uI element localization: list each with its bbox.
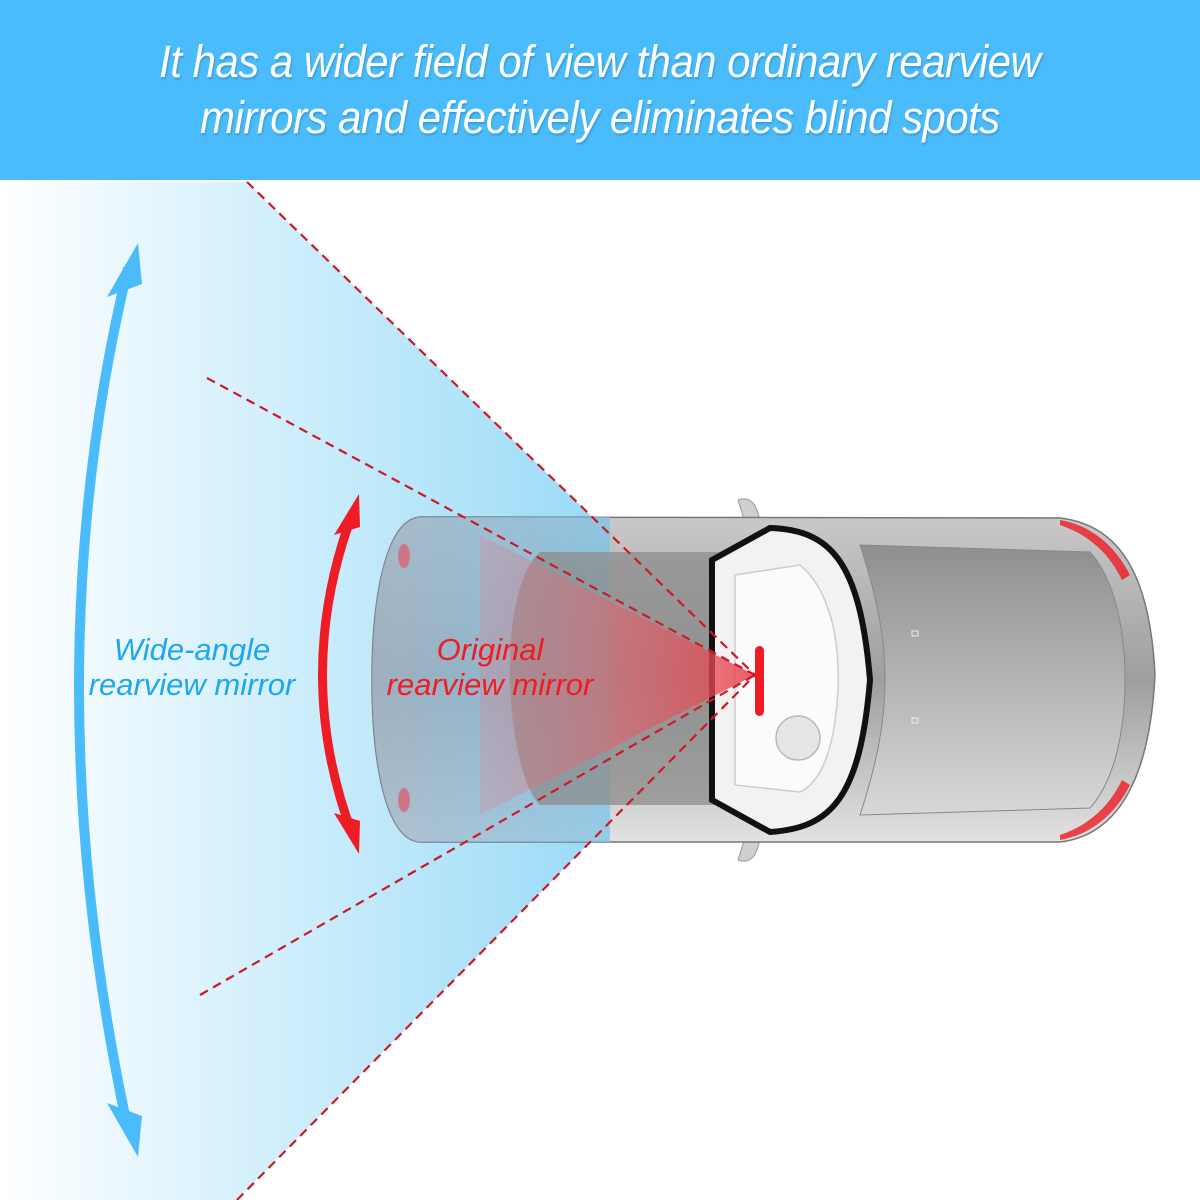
field-of-view-boundary-lines (199, 181, 756, 1200)
wide-angle-label-line-1: Wide-angle (113, 632, 271, 667)
wide-angle-label-line-2: rearview mirror (88, 667, 296, 702)
original-field-of-view (480, 535, 755, 815)
original-mirror-label: Original rearview mirror (350, 632, 630, 702)
header-banner: It has a wider field of view than ordina… (0, 0, 1200, 180)
banner-headline-line-1: It has a wider field of view than ordina… (159, 36, 1041, 87)
field-of-view-diagram: Wide-angle rearview mirror Original rear… (0, 180, 1200, 1200)
wide-angle-double-arrow-icon (74, 243, 142, 1157)
wide-angle-mirror-label: Wide-angle rearview mirror (62, 632, 322, 702)
diagram-graphic (0, 181, 1156, 1200)
banner-headline-line-2: mirrors and effectively eliminates blind… (200, 92, 1000, 143)
original-label-line-2: rearview mirror (386, 667, 594, 702)
original-label-line-1: Original (436, 632, 544, 667)
rearview-mirror-icon (755, 646, 764, 716)
original-double-arrow-icon (318, 494, 360, 854)
